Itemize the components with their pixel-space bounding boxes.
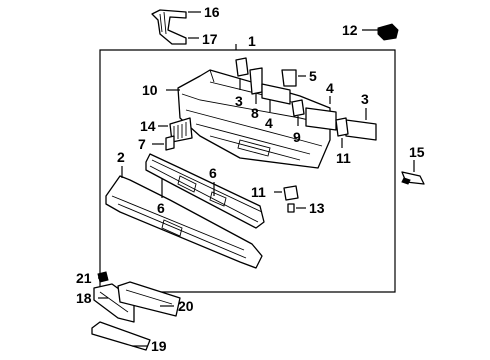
lamp-4-left-part bbox=[261, 83, 291, 105]
lamp-4-right-part bbox=[305, 107, 337, 131]
callout-18: 18 bbox=[76, 290, 92, 306]
filler-strip-19-part bbox=[91, 321, 151, 351]
callout-8: 8 bbox=[251, 105, 259, 121]
callout-19: 19 bbox=[151, 338, 167, 354]
callout-3-left: 3 bbox=[235, 93, 243, 109]
callout-3-right: 3 bbox=[361, 91, 369, 107]
callout-4-left: 4 bbox=[265, 115, 273, 131]
callout-11-upper: 11 bbox=[336, 150, 351, 166]
callout-4-right: 4 bbox=[326, 80, 334, 96]
clip-part bbox=[377, 23, 399, 41]
reinforcement-beam-part bbox=[145, 153, 265, 229]
callout-20: 20 bbox=[178, 298, 194, 314]
callout-1: 1 bbox=[248, 33, 256, 49]
bracket-11-right-part bbox=[335, 117, 349, 137]
callout-10: 10 bbox=[142, 82, 158, 98]
bracket-5-part bbox=[281, 69, 297, 87]
callout-12: 12 bbox=[342, 22, 358, 38]
callout-14: 14 bbox=[140, 118, 156, 134]
bracket-8-part bbox=[249, 67, 263, 95]
bracket-9-part bbox=[291, 99, 305, 117]
callout-2: 2 bbox=[117, 149, 125, 165]
callout-7: 7 bbox=[138, 136, 146, 152]
assembly-outline bbox=[99, 49, 396, 293]
callout-13: 13 bbox=[309, 200, 325, 216]
clip-21-part bbox=[97, 271, 109, 283]
side-marker-15-part bbox=[401, 171, 425, 185]
clip-13-part bbox=[287, 203, 295, 213]
callout-5: 5 bbox=[309, 68, 317, 84]
callout-6-left: 6 bbox=[157, 200, 165, 216]
callout-16: 16 bbox=[204, 4, 220, 20]
callout-9: 9 bbox=[293, 129, 301, 145]
callout-6-right: 6 bbox=[209, 165, 217, 181]
callout-11-lower: 11 bbox=[251, 184, 266, 200]
bracket-11-lower-part bbox=[283, 185, 299, 201]
bracket-3-left-part bbox=[235, 57, 249, 77]
lamp-3-right-part bbox=[345, 119, 377, 141]
clip-7-part bbox=[165, 135, 175, 151]
license-plate-bracket-20-part bbox=[117, 281, 181, 317]
callout-15: 15 bbox=[409, 144, 425, 160]
callout-17: 17 bbox=[202, 31, 218, 47]
callout-21: 21 bbox=[76, 270, 92, 286]
mounting-bracket-part bbox=[151, 9, 187, 45]
lower-absorber-part bbox=[105, 175, 263, 269]
